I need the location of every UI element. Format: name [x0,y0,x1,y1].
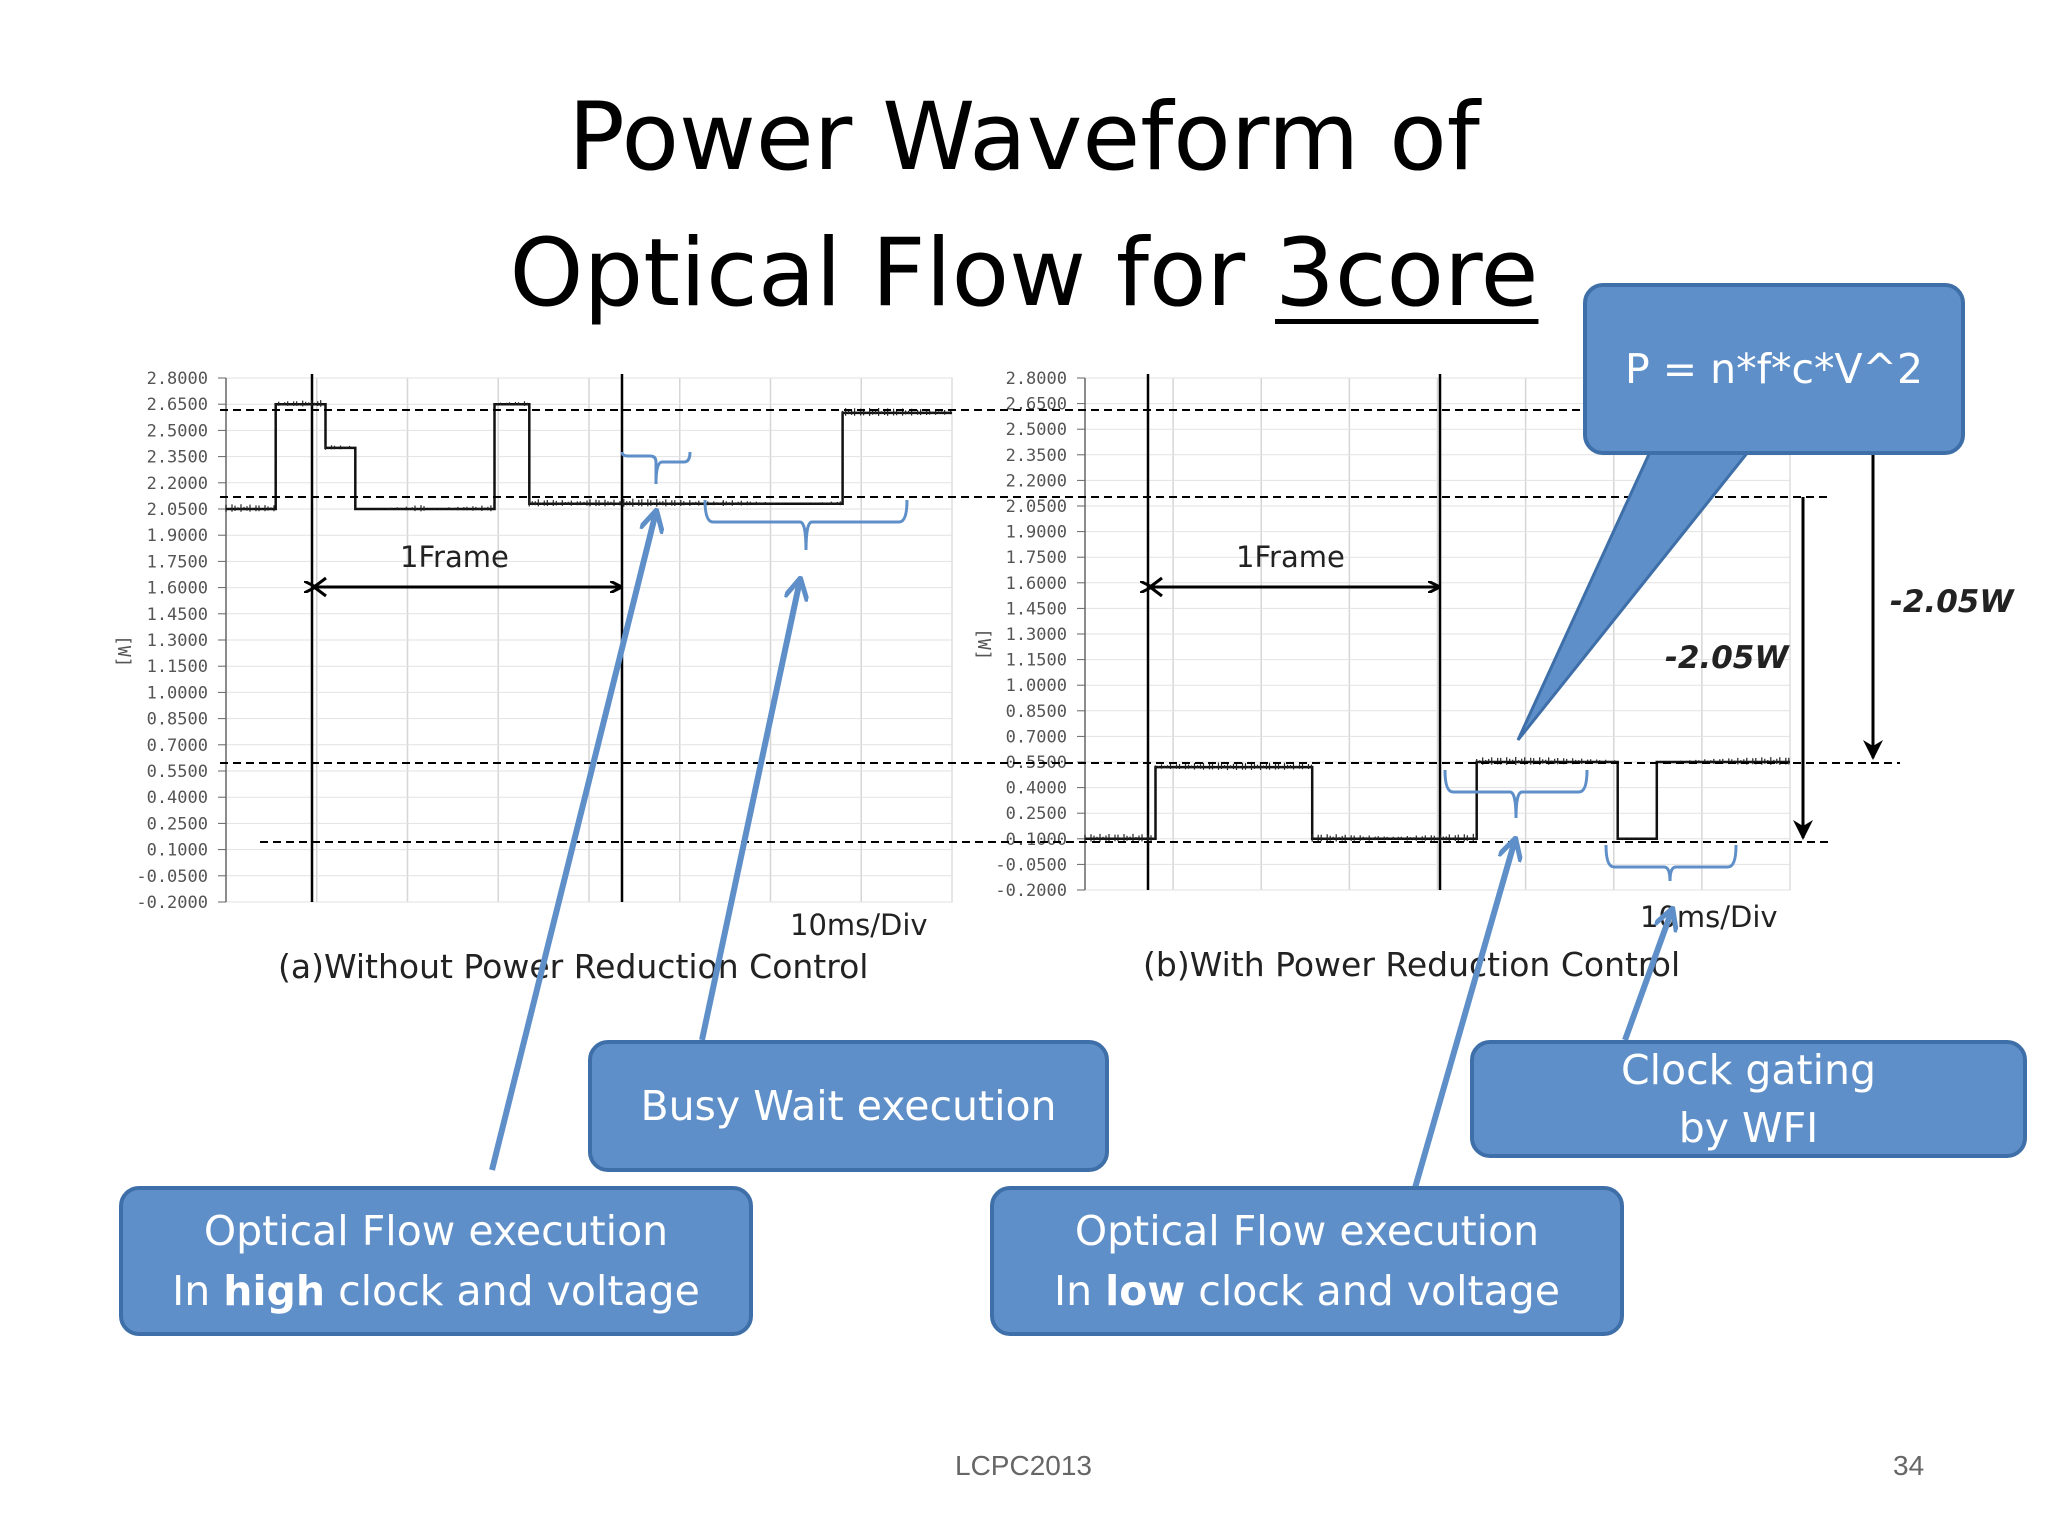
y-tick-label: 1.6000 [147,579,208,599]
y-tick-label: 2.0500 [147,500,208,520]
page-number: 34 [1893,1450,1925,1481]
of-high-line-1: Optical Flow execution [203,1207,669,1255]
slide-title: Power Waveform of Optical Flow for 3core [0,70,2048,342]
formula-text: P = n*f*c*V^2 [1624,345,1924,393]
y-tick-label: -0.2000 [995,881,1067,901]
waveform-noise [225,400,952,512]
arrow-high-exec [489,512,656,1171]
y-tick-label: 1.6000 [1006,574,1067,594]
of-high-pre: In [172,1267,224,1315]
chart-caption: (a)Without Power Reduction Control [278,947,868,986]
time-scale-label: 10ms/Div [790,908,928,942]
y-tick-label: 0.7000 [1006,727,1067,747]
y-tick-label: 2.2000 [1006,471,1067,491]
of-high-bold: high [223,1267,326,1315]
of-low-post: clock and voltage [1185,1267,1560,1315]
of-low-line-1: Optical Flow execution [1074,1207,1540,1255]
frame-label: 1Frame [400,540,509,574]
y-tick-label: 0.4000 [147,788,208,808]
y-tick-label: 2.3500 [1006,446,1067,466]
y-tick-label: -0.0500 [995,855,1067,875]
clock-gating-callout: Clock gating by WFI [1470,1040,2027,1158]
y-tick-label: 1.3000 [147,631,208,651]
frame-arrow-left-head [311,576,327,598]
y-tick-label: 1.7500 [147,552,208,572]
delta-label-right: -2.05W [1890,584,2015,620]
arrow-low-exec [1412,840,1515,1189]
chart-a: 2.8000 2.6500 2.5000 2.3500 2.2000 2.0500 1.90… [113,369,953,986]
busy-wait-callout: Busy Wait execution [588,1040,1109,1172]
y-tick-label: 2.2000 [147,474,208,494]
y-tick-label: 2.6500 [1006,395,1067,415]
of-low-pre: In [1054,1267,1106,1315]
y-tick-label: 0.8500 [1006,702,1067,722]
y-tick-label: 0.4000 [1006,779,1067,799]
optical-flow-high-callout: Optical Flow execution In high clock and… [119,1186,753,1336]
brace-high-exec [620,451,692,485]
clock-gating-line-1: Clock gating [1620,1046,1877,1094]
arrow-busy-wait [699,580,800,1041]
brace-low-exec [1443,769,1589,819]
y-tick-label: 0.5500 [147,762,208,782]
y-tick-label: 1.4500 [147,605,208,625]
y-tick-label: -0.0500 [136,867,208,887]
of-low-line-2: In low clock and voltage [994,1261,1620,1321]
waveform-noise [1084,757,1790,842]
y-tick-label: 2.8000 [1006,369,1067,389]
busy-wait-text: Busy Wait execution [640,1082,1057,1130]
y-tick-label: 1.3000 [1006,625,1067,645]
y-tick-label: 1.4500 [1006,599,1067,619]
title-line-2-prefix: Optical Flow for [509,219,1276,328]
y-tick-label: 0.1000 [1006,830,1067,850]
brace-clock-gating [1604,844,1738,882]
y-tick-label: 0.8500 [147,710,208,730]
y-tick-label: 1.1500 [147,657,208,677]
of-high-line-2: In high clock and voltage [123,1261,749,1321]
y-tick-label: 0.2500 [1006,804,1067,824]
y-tick-label: 1.7500 [1006,548,1067,568]
delta-label-inner: -2.05W [1665,640,1790,676]
clock-gating-line-2: by WFI [1678,1104,1819,1152]
chart-caption: (b)With Power Reduction Control [1143,945,1680,984]
y-tick-label: 0.1000 [147,841,208,861]
y-tick-label: 1.0000 [147,683,208,703]
footer-conference: LCPC2013 [955,1450,1092,1481]
y-tick-label: 2.8000 [147,369,208,389]
title-core-count: 3core [1275,219,1539,328]
brace-busy-wait [703,499,909,551]
y-tick-label: 0.5500 [1006,753,1067,773]
y-axis-label: [W] [973,628,994,661]
frame-arrow-left-head [1147,576,1163,598]
arrow-clock-gating [1622,910,1672,1042]
y-tick-label: 1.9000 [1006,523,1067,543]
y-tick-label: 2.6500 [147,395,208,415]
time-scale-label: 10ms/Div [1640,900,1778,934]
y-tick-label: 2.3500 [147,448,208,468]
y-tick-label: 1.0000 [1006,676,1067,696]
title-line-2: Optical Flow for 3core [0,206,2048,342]
optical-flow-low-callout: Optical Flow execution In low clock and … [990,1186,1624,1336]
y-tick-label: 0.2500 [147,814,208,834]
y-tick-label: 1.1500 [1006,651,1067,671]
y-tick-label: 2.0500 [1006,497,1067,517]
y-tick-label: 2.5000 [147,421,208,441]
y-tick-label: 1.9000 [147,526,208,546]
of-low-bold: low [1105,1267,1186,1315]
frame-label: 1Frame [1236,540,1345,574]
y-tick-label: 2.5000 [1006,420,1067,440]
of-high-post: clock and voltage [325,1267,700,1315]
formula-callout: P = n*f*c*V^2 [1583,283,1965,455]
y-tick-label: 0.7000 [147,736,208,756]
title-line-1: Power Waveform of [568,83,1480,192]
y-axis-label: [W] [113,635,134,668]
y-tick-label: -0.2000 [136,893,208,913]
